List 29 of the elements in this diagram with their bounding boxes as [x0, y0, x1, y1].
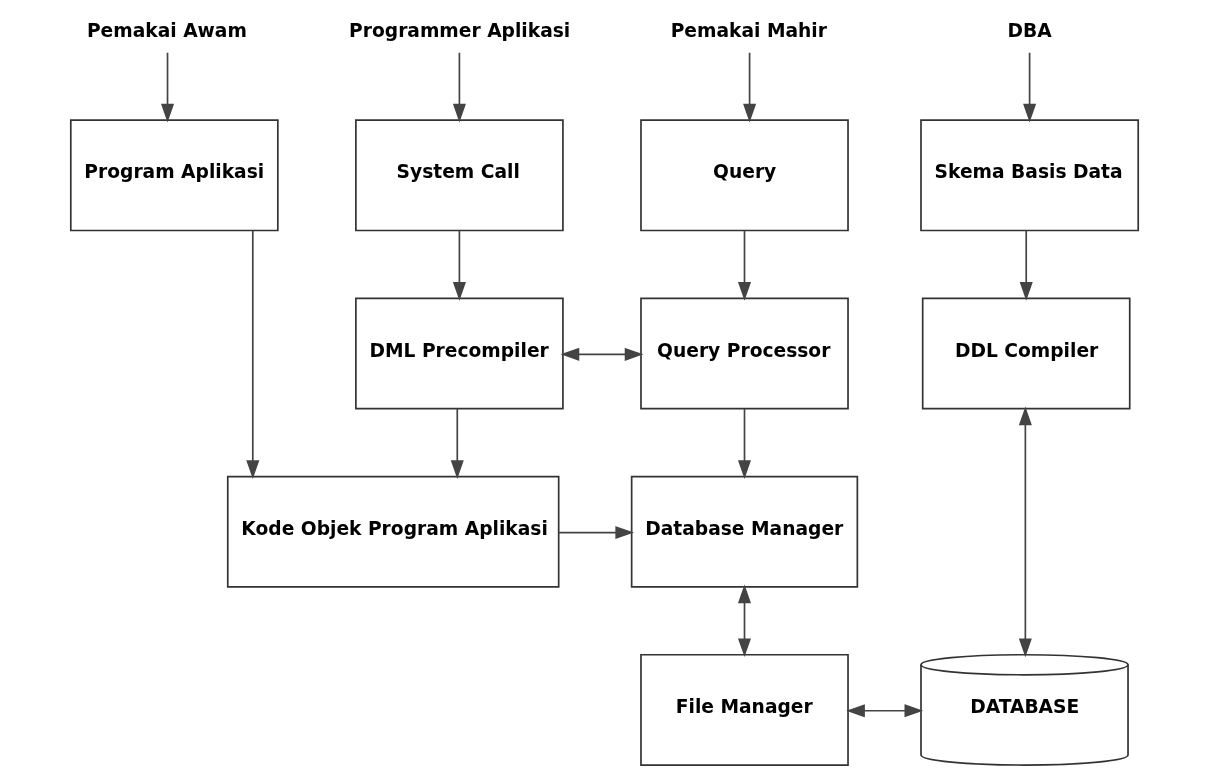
- arrow: [1019, 229, 1033, 301]
- arrow: [560, 347, 643, 361]
- arrow: [1018, 406, 1032, 658]
- arrow: [452, 229, 466, 301]
- node-box: Skema Basis Data: [919, 119, 1139, 232]
- arrow: [737, 229, 751, 301]
- node-text: Programmer Aplikasi: [348, 19, 570, 41]
- arrow: [160, 51, 174, 123]
- arrow: [737, 584, 751, 658]
- node-text: Pemakai Mahir: [670, 19, 827, 41]
- node-box: File Manager: [639, 653, 849, 766]
- node-box: Program Aplikasi: [69, 119, 279, 232]
- node-box: DDL Compiler: [921, 297, 1131, 410]
- node-box: Query Processor: [639, 297, 849, 410]
- arrow: [845, 704, 923, 718]
- arrow: [245, 230, 259, 479]
- node-text: Pemakai Awam: [86, 19, 247, 41]
- arrow: [737, 408, 751, 479]
- node-box: Database Manager: [630, 475, 858, 588]
- node-box: Query: [639, 119, 849, 232]
- arrow: [742, 51, 756, 123]
- node-box: DML Precompiler: [354, 297, 564, 410]
- arrow: [1022, 51, 1036, 123]
- arrow: [557, 526, 634, 540]
- arrow: [450, 408, 464, 479]
- node-box: Kode Objek Program Aplikasi: [226, 475, 560, 588]
- node-box: System Call: [354, 119, 564, 232]
- node-text: DBA: [1007, 19, 1052, 41]
- arrow: [452, 51, 466, 123]
